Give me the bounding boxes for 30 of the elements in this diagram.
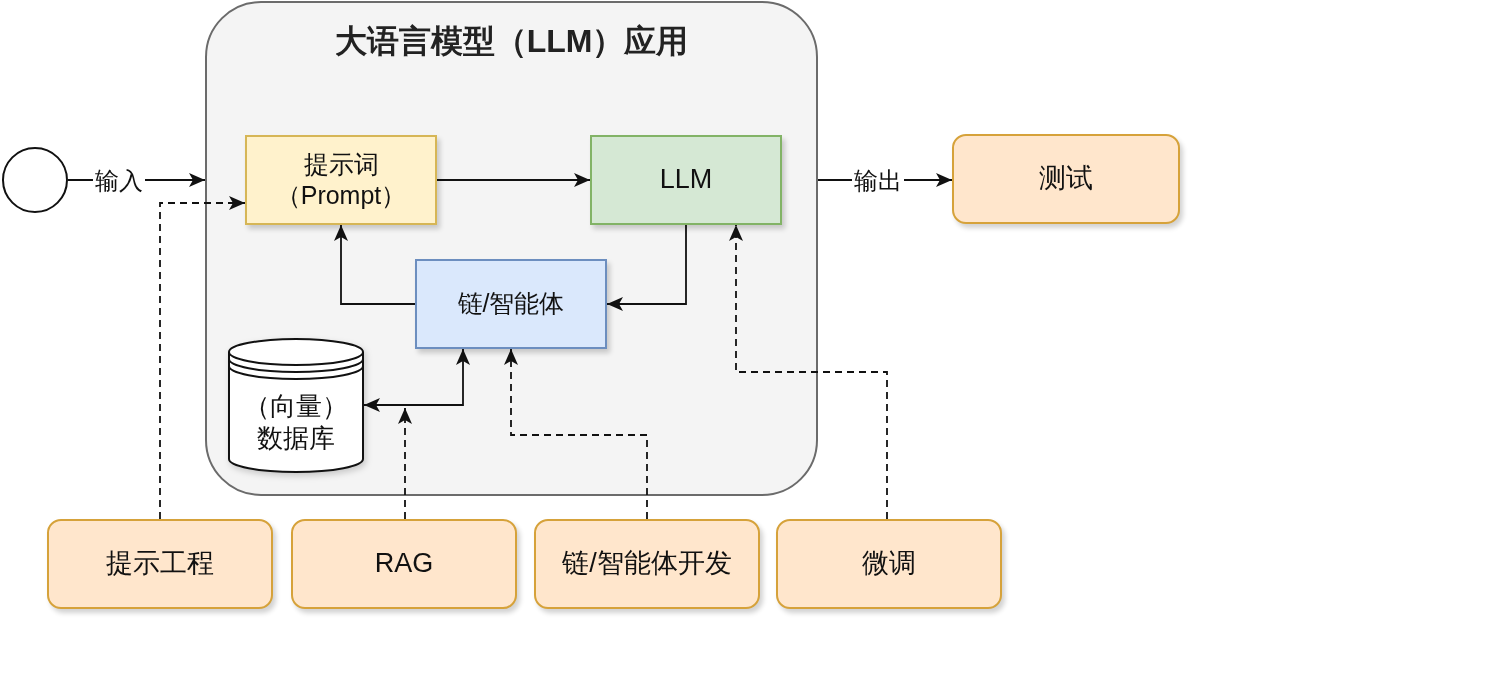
process-box: [415, 259, 607, 349]
arrow: [606, 224, 687, 311]
edge-label: 输出: [852, 167, 904, 195]
rounded-box: [534, 519, 760, 609]
arrow: [436, 173, 591, 187]
box-label: 提示词（Prompt）: [274, 148, 408, 211]
box-label: 链/智能体: [457, 288, 565, 320]
box-label: LLM: [659, 163, 713, 197]
box-label: 微调: [862, 547, 916, 581]
group-title: 大语言模型（LLM）应用: [334, 22, 689, 61]
process-box: [590, 135, 782, 225]
dashed-arrow: [729, 224, 888, 520]
edge-label: 输入: [93, 167, 145, 195]
double-arrow: [363, 348, 470, 412]
box-label: 测试: [1039, 162, 1093, 196]
process-box: [245, 135, 437, 225]
box-label: 提示工程: [106, 547, 214, 581]
box-label: RAG: [374, 547, 434, 581]
rounded-box: [952, 134, 1180, 224]
database-cylinder: [228, 338, 364, 473]
rounded-box: [47, 519, 273, 609]
group-container: [205, 1, 818, 496]
dashed-arrow: [398, 407, 412, 520]
rounded-box: [291, 519, 517, 609]
database-label: （向量）数据库: [243, 390, 349, 455]
arrow: [334, 224, 416, 305]
rounded-box: [776, 519, 1002, 609]
box-label: 链/智能体开发: [562, 547, 732, 581]
dashed-arrow: [159, 196, 246, 520]
dashed-arrow: [504, 348, 648, 520]
